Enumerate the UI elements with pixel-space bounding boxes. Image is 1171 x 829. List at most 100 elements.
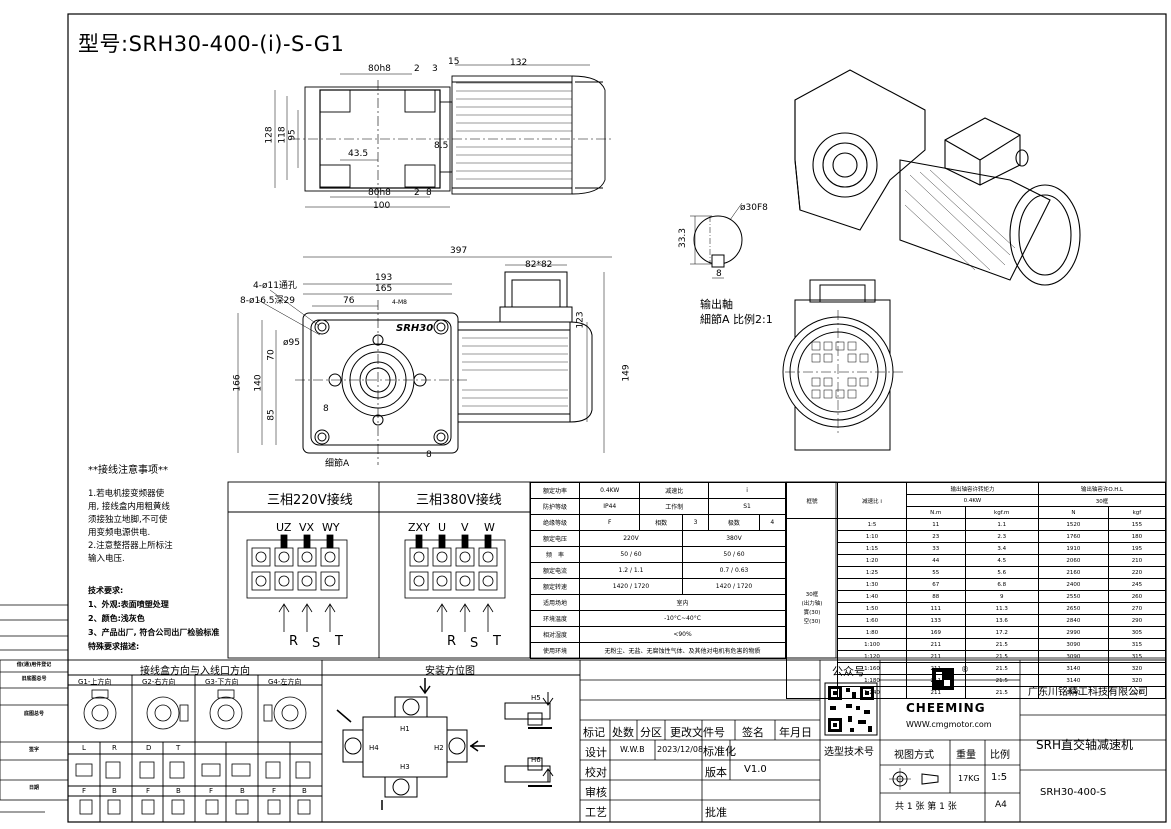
company-name: 广东川铭精工科技有限公司 — [1028, 687, 1148, 698]
dim-82x82: 82*82 — [525, 260, 553, 270]
scale-label: 比例 — [990, 750, 1010, 761]
designer: W.W.B — [620, 745, 645, 754]
install-h4: H4 — [369, 744, 379, 752]
dir-b3: B — [240, 787, 245, 795]
standardization-label: 标准化 — [703, 745, 736, 758]
term-zxy: ZXY — [408, 521, 430, 534]
term-vx: VX — [299, 521, 315, 534]
dir-b2: B — [176, 787, 181, 795]
dir-g3: G3-下方向 — [205, 678, 239, 686]
dim-4-m8: 4-M8 — [392, 299, 407, 306]
housing-brand: SRH30 — [396, 323, 434, 334]
install-title: 安装方位图 — [425, 666, 475, 677]
dim-76: 76 — [343, 296, 355, 306]
drawing-title: 型号:SRH30-400-(i)-S-G1 — [78, 32, 345, 56]
design-label: 设计 — [585, 746, 607, 759]
install-diagram — [336, 678, 554, 810]
dim-165: 165 — [375, 284, 393, 294]
dir-f4: F — [272, 787, 277, 795]
dim-8b: 8 — [426, 188, 432, 198]
version-label: 版本 — [705, 766, 727, 779]
term-v: V — [461, 521, 469, 534]
shaft-phi: ø30F8 — [740, 203, 768, 213]
dir-b4: B — [302, 787, 307, 795]
dim-95: 95 — [287, 129, 298, 141]
phase-t-380: T — [493, 634, 501, 649]
phase-t-220: T — [335, 634, 343, 649]
dim-149: 149 — [621, 364, 632, 382]
dir-g2: G2-右方向 — [142, 678, 176, 686]
hdr-count: 处数 — [612, 726, 634, 739]
wiring-notes-title: **接线注意事项** — [88, 465, 168, 476]
version-value: V1.0 — [744, 764, 767, 775]
dir-r: R — [112, 744, 117, 752]
dir-f2: F — [146, 787, 151, 795]
dim-80h8-top: 80h8 — [368, 64, 391, 74]
shaft-33-3: 33.3 — [678, 227, 689, 249]
public-account-label: 公众号 — [832, 665, 865, 678]
dir-g4: G4-左方向 — [268, 678, 302, 686]
install-h6: H6 — [531, 756, 541, 764]
logo-text: CHEEMING — [906, 701, 986, 715]
wiring-notes: 1.若电机接变频器使用, 接线盒内用粗黄线须接独立地脚,不可使 用变频电源供电.… — [88, 489, 173, 564]
label-drawing-no: 底图总号 — [23, 711, 44, 717]
dim-132: 132 — [510, 58, 528, 68]
dir-t: T — [176, 744, 181, 752]
top-view — [290, 75, 612, 200]
hdr-change-doc: 更改文件号 — [670, 726, 725, 739]
dim-128: 128 — [264, 126, 275, 144]
label-counterbore: 8-ø16.5深29 — [240, 296, 295, 306]
dim-2: 2 — [414, 64, 420, 74]
dim-70: 70 — [266, 349, 277, 361]
hdr-sign: 签名 — [742, 726, 764, 739]
isometric-view — [794, 69, 1081, 286]
dim-3: 3 — [432, 64, 438, 74]
direction-title: 接线盒方向与入线口方向 — [140, 666, 250, 677]
hdr-zone: 分区 — [640, 726, 662, 739]
hdr-mark: 标记 — [583, 726, 605, 739]
dir-f3: F — [209, 787, 214, 795]
detail-a-label: 细節A — [325, 459, 350, 469]
phase-s-220: S — [312, 636, 321, 651]
shaft-scale: 細節A 比例2:1 — [700, 313, 773, 326]
phase-r-220: R — [289, 634, 299, 649]
weight-label: 重量 — [956, 750, 976, 761]
dir-f1: F — [82, 787, 87, 795]
approve-label: 批准 — [705, 806, 727, 819]
dim-8-front: 8 — [323, 404, 329, 414]
wiring-frame — [227, 481, 531, 659]
dim-43-5: 43.5 — [348, 149, 369, 159]
term-u: U — [438, 521, 447, 534]
tech-no-label: 选型技术号 — [824, 747, 874, 758]
label-borrowed: 借(通)用件登记 — [16, 662, 52, 668]
phase-r-380: R — [447, 634, 457, 649]
direction-icons — [75, 689, 311, 815]
projection-symbol — [889, 768, 939, 790]
dim-123: 123 — [575, 311, 586, 329]
dim-397: 397 — [450, 246, 468, 256]
dim-85: 85 — [266, 409, 277, 421]
terminal-blocks — [246, 534, 506, 632]
craft-label: 工艺 — [585, 806, 607, 819]
dim-8-right: 8 — [426, 450, 432, 460]
view-label: 视图方式 — [894, 750, 934, 761]
dim-80h8-bottom: 80h8 — [368, 188, 391, 198]
shaft-title: 输出軸 — [700, 298, 733, 311]
dim-140: 140 — [253, 374, 264, 392]
install-h3: H3 — [400, 763, 410, 771]
front-view — [295, 271, 593, 465]
dir-l: L — [82, 744, 86, 752]
dir-g1: G1-上方向 — [78, 678, 112, 686]
header-380v: 三相380V接线 — [416, 493, 502, 508]
label-sign: 签字 — [28, 747, 39, 753]
shaft-8: 8 — [716, 269, 722, 279]
shaft-detail — [690, 202, 743, 279]
dim-8-5: 8.5 — [434, 141, 449, 151]
dim-193: 193 — [375, 273, 393, 283]
label-date: 日期 — [28, 785, 39, 791]
phase-s-380: S — [470, 636, 479, 651]
fan-cover-view — [782, 279, 905, 451]
